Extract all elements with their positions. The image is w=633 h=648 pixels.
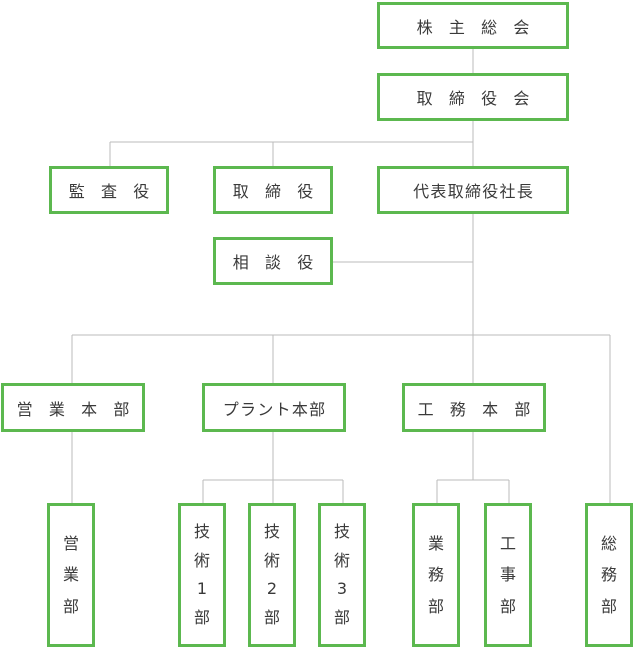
shareholders-meeting-box: 株 主 総 会 [377,2,569,49]
dept-char: 部 [193,607,210,627]
director-box: 取 締 役 [213,166,333,214]
dept-char: 部 [333,607,350,627]
tech2-department-box: 技 術 2 部 [248,503,296,647]
sales-department-box: 営 業 部 [47,503,95,647]
general-affairs-department-box: 総 務 部 [585,503,633,647]
dept-char: 技 [333,522,350,542]
dept-char: 務 [427,565,444,584]
sales-division-box: 営 業 本 部 [1,383,145,432]
dept-char: 部 [62,596,79,616]
dept-char: 技 [193,522,210,542]
dept-char: 術 [333,550,350,570]
dept-char: 務 [600,565,617,584]
dept-char: 部 [263,607,280,627]
auditor-box: 監 査 役 [49,166,169,214]
dept-char: 業 [62,565,79,584]
dept-char: 工 [499,533,516,553]
dept-char: 2 [266,579,278,599]
dept-char: 3 [336,579,348,599]
construction-department-box: 工 事 部 [484,503,532,647]
plant-division-box: プラント本部 [202,383,346,432]
dept-char: 部 [499,596,516,616]
dept-char: 総 [600,533,617,553]
dept-char: 1 [196,579,208,599]
board-of-directors-box: 取 締 役 会 [377,73,569,121]
advisor-box: 相 談 役 [213,237,333,285]
dept-char: 術 [193,550,210,570]
dept-char: 術 [263,550,280,570]
tech1-department-box: 技 術 1 部 [178,503,226,647]
works-division-box: 工 務 本 部 [402,383,546,432]
dept-char: 技 [263,522,280,542]
business-department-box: 業 務 部 [412,503,460,647]
president-box: 代表取締役社長 [377,166,569,214]
dept-char: 部 [427,596,444,616]
dept-char: 業 [427,533,444,553]
tech3-department-box: 技 術 3 部 [318,503,366,647]
dept-char: 事 [499,565,516,584]
dept-char: 営 [62,533,79,553]
dept-char: 部 [600,596,617,616]
